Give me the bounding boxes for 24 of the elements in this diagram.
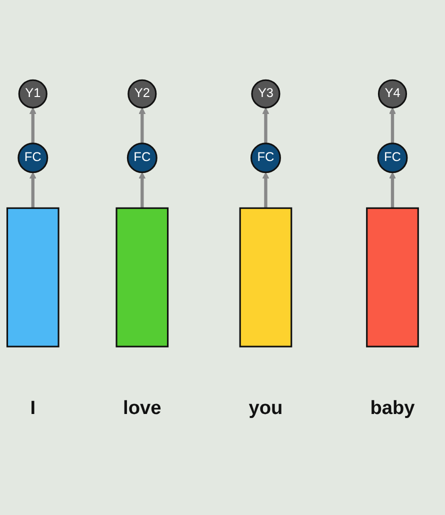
node-bar	[239, 207, 292, 348]
node-circle: Y4	[378, 79, 408, 108]
arrow	[389, 107, 396, 144]
arrow	[29, 107, 36, 144]
node-circle: FC	[250, 142, 281, 174]
node-label: you	[248, 397, 283, 419]
node-circle: Y3	[251, 79, 280, 108]
arrow	[262, 107, 270, 144]
node-label: I	[30, 397, 36, 419]
node-circle: FC	[18, 142, 48, 174]
node-circle: FC	[126, 142, 158, 174]
node-circle: FC	[377, 142, 408, 174]
node-circle: Y2	[128, 79, 157, 108]
node-bar	[116, 207, 169, 348]
arrow	[262, 172, 270, 208]
arrow	[138, 107, 146, 144]
node-circle: Y1	[18, 79, 48, 108]
node-label: love	[123, 397, 162, 419]
node-label: baby	[370, 397, 415, 419]
arrow	[138, 172, 146, 208]
node-bar	[366, 207, 419, 348]
arrow	[389, 172, 396, 208]
arrow	[29, 172, 36, 208]
node-bar	[6, 207, 60, 348]
